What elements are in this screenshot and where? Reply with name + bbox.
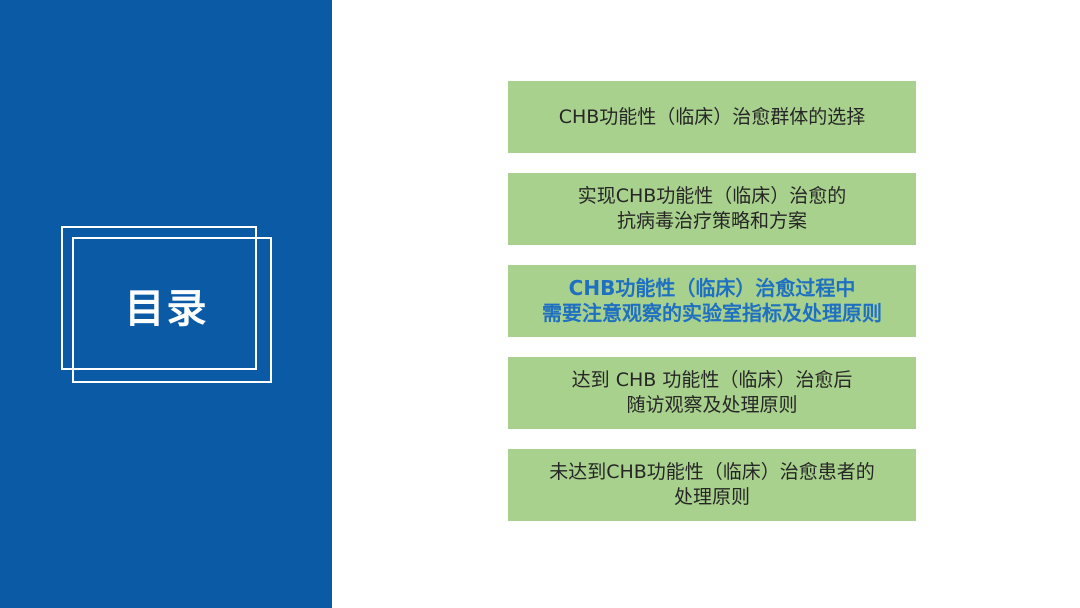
toc-item-label-line2: 处理原则 xyxy=(673,486,750,508)
toc-item-2[interactable]: 实现CHB功能性（临床）治愈的 抗病毒治疗策略和方案 xyxy=(508,173,916,245)
toc-item-5[interactable]: 未达到CHB功能性（临床）治愈患者的 处理原则 xyxy=(508,449,916,521)
title-frame-front xyxy=(72,237,272,383)
page-title: 目录 xyxy=(124,285,209,332)
toc-item-label: 达到 CHB 功能性（临床）治愈后 xyxy=(571,369,853,391)
toc-item-1[interactable]: CHB功能性（临床）治愈群体的选择 xyxy=(508,81,916,153)
toc-item-4[interactable]: 达到 CHB 功能性（临床）治愈后 随访观察及处理原则 xyxy=(508,357,916,429)
toc-item-label: CHB功能性（临床）治愈过程中 xyxy=(568,276,856,300)
toc-item-label: CHB功能性（临床）治愈群体的选择 xyxy=(558,105,866,128)
toc-item-3[interactable]: CHB功能性（临床）治愈过程中 需要注意观察的实验室指标及处理原则 xyxy=(508,265,916,337)
toc-item-label: 未达到CHB功能性（临床）治愈患者的 xyxy=(549,461,875,483)
toc-item-label-line2: 随访观察及处理原则 xyxy=(626,394,798,416)
left-panel: 目录 xyxy=(0,0,332,608)
toc-item-label-line2: 抗病毒治疗策略和方案 xyxy=(616,210,807,232)
title-frame-back xyxy=(61,226,257,370)
toc-item-label-line2: 需要注意观察的实验室指标及处理原则 xyxy=(542,301,882,325)
toc-item-label: 实现CHB功能性（临床）治愈的 xyxy=(577,185,847,207)
